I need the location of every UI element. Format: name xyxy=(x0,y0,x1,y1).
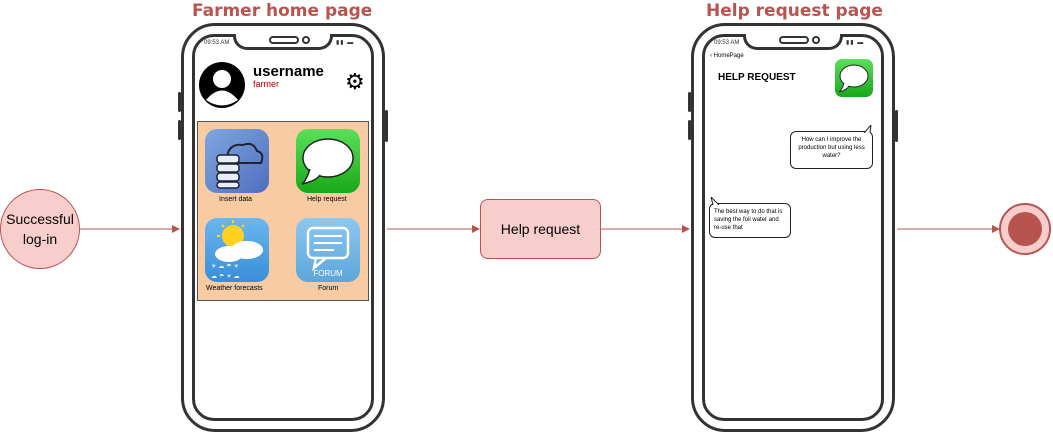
help-phone-notch xyxy=(743,34,843,50)
forum-icon-text: FORUM xyxy=(313,269,343,278)
forum-icon xyxy=(306,226,350,272)
help-request-page-title: Help request page xyxy=(706,1,883,21)
chat-bubble-icon xyxy=(301,138,354,185)
chat-bubble-icon xyxy=(838,64,869,93)
home-phone-volume-button xyxy=(178,92,181,112)
speaker-icon xyxy=(779,36,809,44)
farmer-message-text: How can I improve the production but usi… xyxy=(798,137,865,159)
home-status-icons: ▮▮ ▬ xyxy=(336,40,355,46)
svg-text:☁ ☂ ☀ ☁: ☁ ☂ ☀ ☁ xyxy=(211,273,239,280)
start-node: Successful log-in xyxy=(0,189,80,269)
help-request-action-node: Help request xyxy=(480,199,601,259)
bubble-tail xyxy=(863,125,872,133)
home-status-time: 09:53 AM xyxy=(204,40,230,46)
speaker-icon xyxy=(269,36,299,44)
weather-forecasts-app[interactable]: ☀ ☁ ☂ ☀ ☁ ☂ ☀ ☁ xyxy=(205,218,269,282)
help-request-label: Help request xyxy=(307,196,347,203)
camera-icon xyxy=(812,36,820,44)
farmer-home-title: Farmer home page xyxy=(192,1,373,21)
database-cloud-icon xyxy=(216,142,264,189)
help-request-app[interactable] xyxy=(296,129,360,193)
role-label: farmer xyxy=(253,79,280,89)
help-phone-power-button xyxy=(895,110,898,142)
back-label: HomePage xyxy=(713,53,744,59)
messages-app-icon[interactable] xyxy=(835,59,873,97)
help-request-heading: HELP REQUEST xyxy=(718,72,796,83)
help-status-time: 09:53 AM xyxy=(714,40,740,46)
action-node-label: Help request xyxy=(500,221,581,237)
chevron-left-icon: ‹ xyxy=(710,53,712,59)
bubble-tail xyxy=(710,197,720,205)
weather-forecasts-label: Weather forecasts xyxy=(206,285,263,292)
start-node-label: Successful log-in xyxy=(6,211,74,247)
gear-icon[interactable]: ⚙ xyxy=(345,69,365,94)
farmer-message-bubble: How can I improve the production but usi… xyxy=(790,131,873,169)
help-status-icons: ▮▮ ▬ xyxy=(846,40,865,46)
help-phone-volume-button-2 xyxy=(688,120,691,140)
home-phone-notch xyxy=(233,34,333,50)
forum-app[interactable]: FORUM xyxy=(296,218,360,282)
insert-data-app[interactable] xyxy=(205,129,269,193)
home-phone-volume-button-2 xyxy=(178,120,181,140)
expert-message-bubble: The best way to do that is saving the fo… xyxy=(709,203,791,238)
weather-icon: ☀ ☁ ☂ ☀ ☁ ☂ ☀ ☁ xyxy=(211,220,263,280)
svg-text:☀ ☁ ☂ ☀: ☀ ☁ ☂ ☀ xyxy=(211,263,239,270)
expert-message-text: The best way to do that is saving the fo… xyxy=(714,209,783,231)
insert-data-label: Insert data xyxy=(219,196,253,203)
camera-icon xyxy=(302,36,310,44)
home-phone-power-button xyxy=(385,110,388,142)
forum-label: Forum xyxy=(318,285,339,292)
username-label: username xyxy=(253,63,324,80)
avatar[interactable] xyxy=(198,61,246,109)
help-phone-volume-button xyxy=(688,92,691,112)
back-link[interactable]: ‹ HomePage xyxy=(710,53,744,59)
